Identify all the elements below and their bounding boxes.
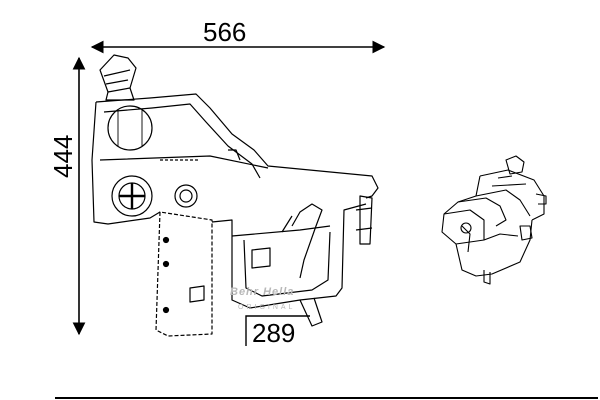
width-dimension-label: 566: [203, 17, 247, 47]
reference-leader: [245, 315, 310, 346]
reservoir-side-view: [91, 54, 379, 337]
height-dimension-label: 444: [48, 134, 78, 178]
reference-dimension-label: 289: [252, 318, 296, 348]
brand-watermark: Behr Hella: [230, 286, 295, 298]
brand-watermark-sub: ORIGINAL: [238, 304, 296, 311]
reservoir-isometric-view: [441, 155, 547, 285]
